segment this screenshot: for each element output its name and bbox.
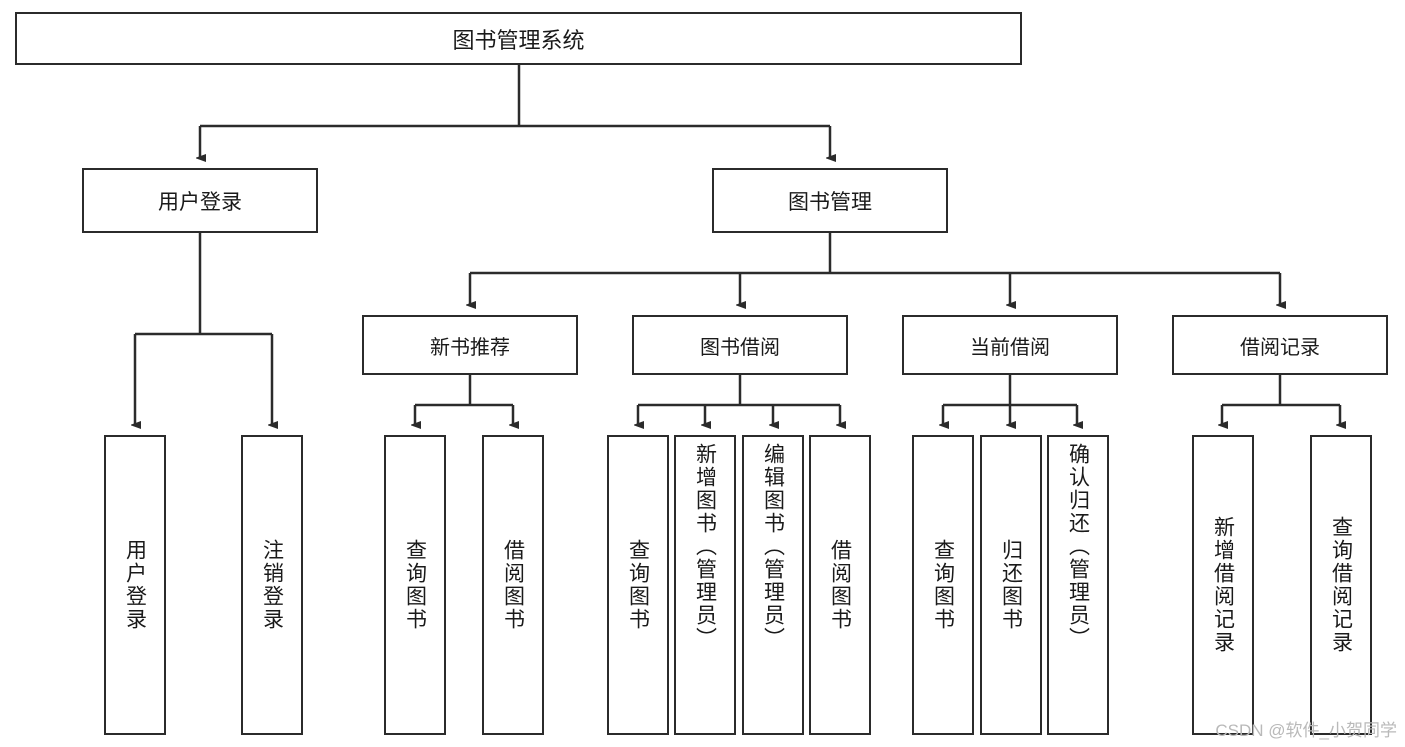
leaf-borrow-add-book[interactable]: 新增图书（管理员） [674,435,736,735]
leaf-current-confirm-return[interactable]: 确认归还（管理员） [1047,435,1109,735]
leaf-borrow-borrow-book-label: 借阅图书 [828,539,852,631]
leaf-borrow-edit-book[interactable]: 编辑图书（管理员） [742,435,804,735]
node-new-book-recommend-label: 新书推荐 [430,336,510,359]
node-current-borrow-label: 当前借阅 [970,336,1050,359]
leaf-recommend-borrow-book-label: 借阅图书 [501,539,525,631]
leaf-recommend-query-book[interactable]: 查询图书 [384,435,446,735]
node-book-borrow[interactable]: 图书借阅 [632,315,848,375]
leaf-logout[interactable]: 注销登录 [241,435,303,735]
leaf-user-login[interactable]: 用户登录 [104,435,166,735]
leaf-current-query-book[interactable]: 查询图书 [912,435,974,735]
watermark: CSDN @软件_小贺同学 [1215,721,1397,740]
node-user-login[interactable]: 用户登录 [82,168,318,233]
leaf-logout-label: 注销登录 [260,539,284,631]
leaf-current-return-book-label: 归还图书 [999,539,1023,631]
node-new-book-recommend[interactable]: 新书推荐 [362,315,578,375]
leaf-records-query-record[interactable]: 查询借阅记录 [1310,435,1372,735]
leaf-borrow-query-book[interactable]: 查询图书 [607,435,669,735]
leaf-records-add-record[interactable]: 新增借阅记录 [1192,435,1254,735]
leaf-records-query-record-label: 查询借阅记录 [1329,516,1353,654]
leaf-records-add-record-label: 新增借阅记录 [1211,516,1235,654]
leaf-recommend-query-book-label: 查询图书 [403,539,427,631]
leaf-borrow-add-book-label: 新增图书（管理员） [693,443,717,650]
leaf-borrow-borrow-book[interactable]: 借阅图书 [809,435,871,735]
leaf-current-query-book-label: 查询图书 [931,539,955,631]
node-root[interactable]: 图书管理系统 [15,12,1022,65]
leaf-current-confirm-return-label: 确认归还（管理员） [1066,443,1090,650]
leaf-user-login-label: 用户登录 [123,539,147,631]
node-root-label: 图书管理系统 [452,27,585,53]
node-borrow-records-label: 借阅记录 [1240,336,1320,359]
leaf-borrow-edit-book-label: 编辑图书（管理员） [761,443,785,650]
leaf-recommend-borrow-book[interactable]: 借阅图书 [482,435,544,735]
node-borrow-records[interactable]: 借阅记录 [1172,315,1388,375]
node-book-management[interactable]: 图书管理 [712,168,948,233]
leaf-borrow-query-book-label: 查询图书 [626,539,650,631]
node-book-management-label: 图书管理 [788,190,872,214]
node-book-borrow-label: 图书借阅 [700,336,780,359]
node-user-login-label: 用户登录 [158,190,242,214]
leaf-current-return-book[interactable]: 归还图书 [980,435,1042,735]
node-current-borrow[interactable]: 当前借阅 [902,315,1118,375]
